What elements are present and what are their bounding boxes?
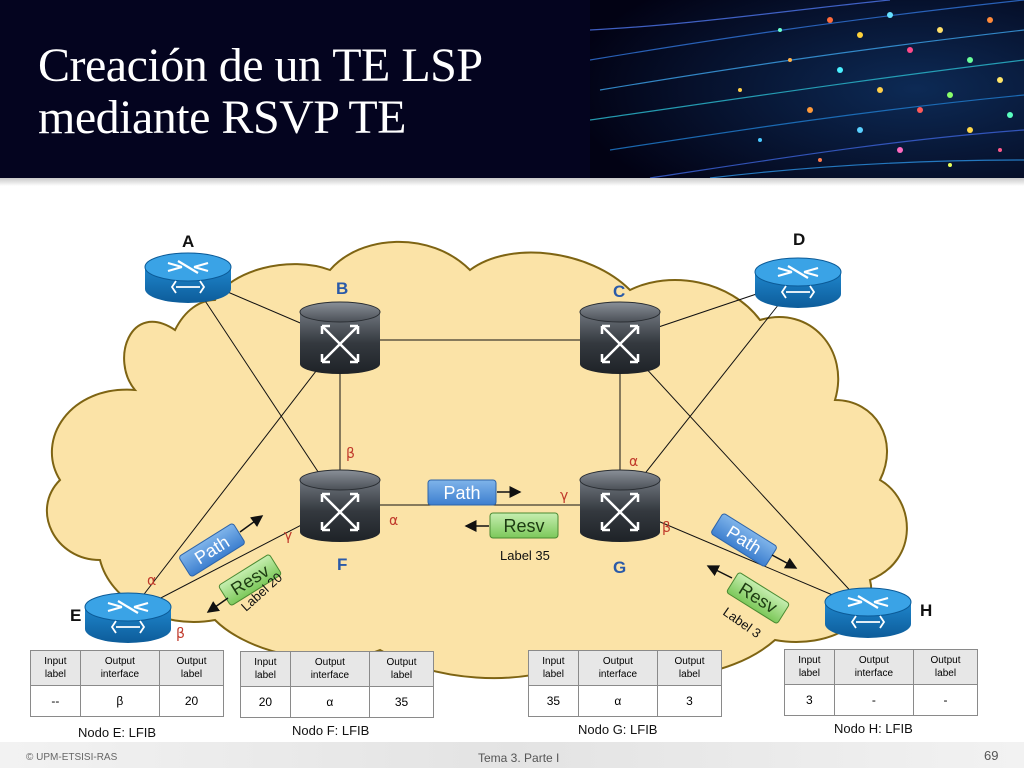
lfib-caption-F: Nodo F: LFIB — [292, 723, 370, 738]
lfib-caption-E: Nodo E: LFIB — [78, 725, 157, 740]
cell-output-label: 35 — [368, 686, 435, 718]
resv-message-FG: Resv — [464, 512, 559, 539]
path-label-FG: Path — [443, 483, 480, 503]
switch-B-icon — [299, 301, 381, 374]
header-shadow — [0, 178, 1024, 186]
cell-output-interface: - — [833, 684, 914, 716]
lfib-caption-H: Nodo H: LFIB — [834, 721, 913, 736]
cell-output-label: 3 — [656, 685, 723, 717]
switch-G-icon — [579, 469, 661, 542]
path-arrow-GH — [771, 554, 798, 569]
lfib-caption-G: Nodo G: LFIB — [578, 722, 658, 737]
table-row: 3 - - — [784, 684, 979, 716]
iface-F-left: γ — [284, 528, 292, 544]
cell-input-label: 20 — [240, 686, 291, 718]
router-A-icon — [144, 252, 232, 303]
node-label-E: E — [70, 606, 81, 625]
table-row: 35 α 3 — [528, 685, 723, 717]
cell-input-label: 3 — [784, 684, 835, 716]
iface-G-top: α — [629, 454, 638, 470]
router-D-icon — [754, 257, 842, 308]
iface-G-left: γ — [560, 488, 568, 504]
switch-C-icon — [579, 301, 661, 374]
label-35-text: Label 35 — [500, 548, 550, 563]
node-label-F: F — [337, 555, 347, 574]
node-label-A: A — [182, 232, 194, 251]
node-label-D: D — [793, 230, 805, 249]
fiber-optic-photo — [590, 0, 1024, 178]
cell-output-label: 20 — [158, 685, 225, 717]
node-label-G: G — [613, 558, 626, 577]
table-row: -- β 20 — [30, 685, 225, 717]
path-arrow-EF — [239, 515, 264, 533]
node-label-C: C — [613, 282, 625, 301]
resv-label-FG: Resv — [503, 516, 544, 536]
cell-output-interface: α — [289, 686, 370, 718]
iface-F-right: α — [389, 513, 398, 529]
iface-F-top: β — [346, 446, 355, 462]
iface-E-beta: β — [176, 626, 185, 642]
footer-topic: Tema 3. Parte I — [478, 751, 560, 765]
router-E-icon — [84, 592, 172, 643]
iface-E-alpha: α — [147, 573, 156, 589]
slide-title: Creación de un TE LSP mediante RSVP TE — [38, 40, 483, 144]
switch-F-icon — [299, 469, 381, 542]
footer-copyright: © UPM-ETSISI-RAS — [26, 752, 118, 763]
cell-input-label: -- — [30, 685, 81, 717]
resv-arrow-EF — [206, 597, 229, 613]
path-message-FG: Path — [427, 479, 522, 506]
title-line-2: mediante RSVP TE — [38, 91, 406, 144]
node-label-B: B — [336, 279, 348, 298]
cell-output-label: - — [912, 684, 979, 716]
title-line-1: Creación de un TE LSP — [38, 39, 483, 92]
page-number: 69 — [984, 748, 999, 763]
cell-output-interface: β — [79, 685, 160, 717]
resv-arrow-GH — [706, 565, 733, 579]
cell-input-label: 35 — [528, 685, 579, 717]
slide-header: Creación de un TE LSP mediante RSVP TE — [0, 0, 1024, 178]
router-H-icon — [824, 587, 912, 638]
node-label-H: H — [920, 601, 932, 620]
iface-G-right: β — [662, 520, 671, 536]
footer-bar — [0, 742, 1024, 768]
table-row: 20 α 35 — [240, 686, 435, 718]
cell-output-interface: α — [577, 685, 658, 717]
